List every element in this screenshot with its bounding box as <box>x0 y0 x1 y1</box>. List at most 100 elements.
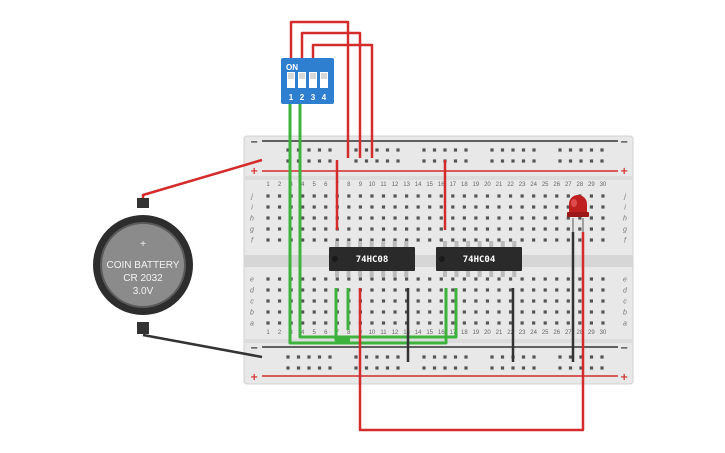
hole[interactable] <box>381 321 386 325</box>
hole[interactable] <box>324 288 328 292</box>
hole[interactable] <box>312 205 316 209</box>
hole[interactable] <box>416 321 420 325</box>
hole[interactable] <box>520 216 524 220</box>
hole[interactable] <box>451 299 455 303</box>
rail-hole[interactable] <box>568 148 573 152</box>
hole[interactable] <box>416 277 420 281</box>
hole[interactable] <box>428 227 432 231</box>
hole[interactable] <box>301 310 305 314</box>
rail-hole[interactable] <box>432 159 437 163</box>
rail-hole[interactable] <box>453 366 458 370</box>
hole[interactable] <box>532 205 536 209</box>
hole[interactable] <box>555 205 559 209</box>
hole[interactable] <box>405 216 409 220</box>
hole[interactable] <box>474 216 478 220</box>
hole[interactable] <box>277 205 282 209</box>
hole[interactable] <box>555 310 559 314</box>
hole[interactable] <box>439 238 443 242</box>
rail-hole[interactable] <box>364 366 369 370</box>
rail-hole[interactable] <box>600 159 604 163</box>
hole[interactable] <box>485 277 490 281</box>
hole[interactable] <box>301 321 305 325</box>
rail-hole[interactable] <box>317 355 322 359</box>
hole[interactable] <box>405 227 409 231</box>
rail-hole[interactable] <box>568 159 573 163</box>
hole[interactable] <box>589 310 593 314</box>
hole[interactable] <box>370 216 374 220</box>
hole[interactable] <box>405 321 409 325</box>
hole[interactable] <box>532 288 536 292</box>
hole[interactable] <box>566 205 570 209</box>
rail-hole[interactable] <box>521 148 526 152</box>
hole[interactable] <box>508 299 513 303</box>
hole[interactable] <box>428 288 432 292</box>
rail-hole[interactable] <box>521 366 526 370</box>
rail-hole[interactable] <box>385 355 390 359</box>
hole[interactable] <box>589 216 593 220</box>
hole[interactable] <box>405 205 409 209</box>
chip-74hc08[interactable]: 74HC08 <box>329 241 415 277</box>
rail-hole[interactable] <box>579 366 583 370</box>
hole[interactable] <box>589 205 593 209</box>
rail-hole[interactable] <box>375 355 379 359</box>
rail-hole[interactable] <box>354 159 358 163</box>
rail-hole[interactable] <box>443 366 447 370</box>
hole[interactable] <box>277 299 282 303</box>
rail-hole[interactable] <box>521 159 526 163</box>
hole[interactable] <box>451 310 455 314</box>
hole[interactable] <box>324 216 328 220</box>
rail-hole[interactable] <box>500 159 505 163</box>
hole[interactable] <box>497 205 501 209</box>
hole[interactable] <box>508 321 513 325</box>
hole[interactable] <box>358 194 362 198</box>
rail-hole[interactable] <box>453 355 458 359</box>
dip-toggle-4[interactable] <box>320 72 328 88</box>
hole[interactable] <box>508 310 513 314</box>
hole[interactable] <box>462 310 466 314</box>
hole[interactable] <box>451 277 455 281</box>
hole[interactable] <box>589 299 593 303</box>
hole[interactable] <box>532 216 536 220</box>
rail-hole[interactable] <box>307 355 311 359</box>
rail-hole[interactable] <box>396 366 400 370</box>
hole[interactable] <box>601 216 605 220</box>
rail-hole[interactable] <box>464 355 468 359</box>
rail-hole[interactable] <box>532 355 536 359</box>
rail-hole[interactable] <box>396 159 400 163</box>
rail-hole[interactable] <box>464 366 468 370</box>
hole[interactable] <box>508 205 513 209</box>
hole[interactable] <box>324 194 328 198</box>
hole[interactable] <box>566 238 570 242</box>
rail-hole[interactable] <box>453 159 458 163</box>
rail-hole[interactable] <box>396 355 400 359</box>
rail-hole[interactable] <box>307 159 311 163</box>
hole[interactable] <box>578 299 582 303</box>
hole[interactable] <box>578 238 582 242</box>
hole[interactable] <box>520 227 524 231</box>
hole[interactable] <box>532 321 536 325</box>
hole[interactable] <box>347 227 351 231</box>
hole[interactable] <box>312 216 316 220</box>
hole[interactable] <box>439 310 443 314</box>
hole[interactable] <box>428 310 432 314</box>
hole[interactable] <box>266 227 270 231</box>
rail-hole[interactable] <box>385 148 390 152</box>
hole[interactable] <box>277 238 282 242</box>
hole[interactable] <box>474 321 478 325</box>
rail-hole[interactable] <box>600 148 604 152</box>
hole[interactable] <box>497 216 501 220</box>
rail-hole[interactable] <box>490 355 494 359</box>
hole[interactable] <box>497 227 501 231</box>
rail-hole[interactable] <box>589 148 594 152</box>
hole[interactable] <box>324 321 328 325</box>
hole[interactable] <box>416 310 420 314</box>
hole[interactable] <box>508 277 513 281</box>
hole[interactable] <box>543 277 547 281</box>
hole[interactable] <box>485 238 490 242</box>
hole[interactable] <box>485 216 490 220</box>
hole[interactable] <box>312 194 316 198</box>
hole[interactable] <box>312 299 316 303</box>
hole[interactable] <box>520 288 524 292</box>
hole[interactable] <box>405 238 409 242</box>
hole[interactable] <box>301 299 305 303</box>
